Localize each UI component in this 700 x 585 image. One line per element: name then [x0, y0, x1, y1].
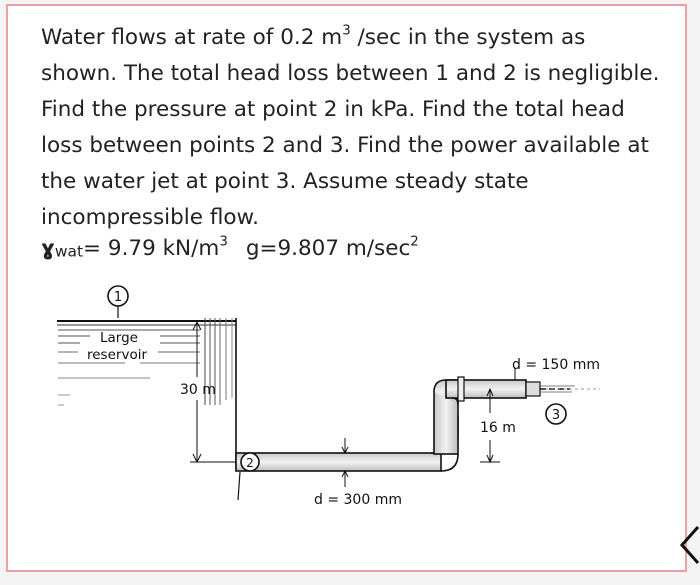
gamma-subscript: wat	[54, 242, 84, 261]
gravity-value: g=9.807 m/sec	[245, 236, 411, 261]
point-1-label: 1	[114, 290, 122, 305]
gravity-exponent: 2	[410, 234, 419, 250]
gamma-value: = 9.79 kN/m	[83, 236, 220, 261]
height-label: 30 m	[180, 382, 216, 398]
problem-card	[6, 4, 687, 572]
reservoir	[57, 318, 237, 470]
checkmark-icon	[679, 526, 700, 564]
nozzle-pipe	[445, 376, 600, 402]
height-dimension-30m: 30 m	[180, 320, 236, 464]
given-values: ɣwat= 9.79 kN/m3 g=9.807 m/sec2	[41, 234, 419, 261]
point-2-label: 2	[246, 456, 254, 470]
rise-dimension-16m: 16 m	[480, 387, 516, 464]
reservoir-label-line1: Large	[100, 330, 138, 346]
rise-label: 16 m	[480, 420, 516, 436]
main-pipe	[235, 415, 459, 487]
pipe-diameter-label: d = 300 mm	[314, 492, 402, 508]
gamma-symbol: ɣ	[41, 236, 55, 261]
point-3-label: 3	[552, 408, 560, 423]
point-1-marker: 1	[107, 285, 129, 318]
problem-text-rest: /sec in the system as shown. The total h…	[41, 25, 660, 230]
unit-exponent: 3	[342, 23, 351, 39]
gamma-exponent: 3	[219, 234, 228, 250]
problem-text-start: Water flows at rate of 0.2 m	[41, 25, 343, 50]
reservoir-label-line2: reservoir	[87, 347, 147, 363]
nozzle-diameter-label: d = 150 mm	[512, 357, 600, 373]
problem-statement: Water flows at rate of 0.2 m3 /sec in th…	[41, 20, 661, 236]
point-3-marker: 3	[545, 403, 567, 425]
point-2-marker: 2	[237, 452, 260, 501]
